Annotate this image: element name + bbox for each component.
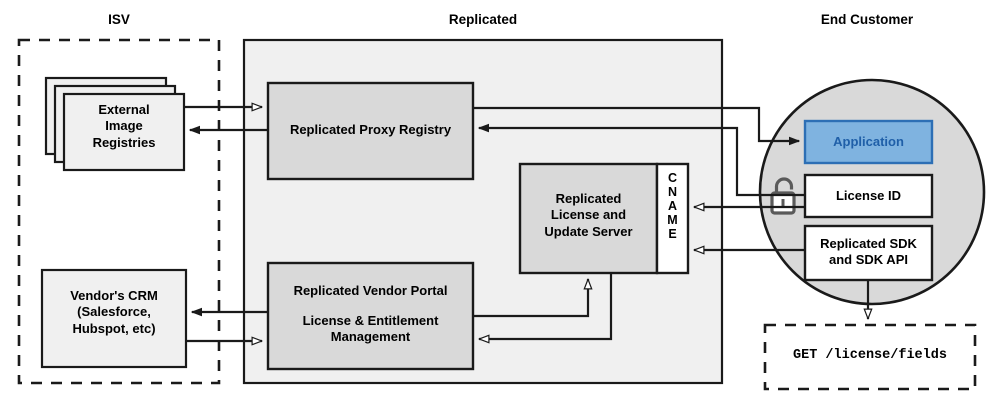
cname-letter: C <box>667 171 678 185</box>
external-image-registries-box <box>62 92 186 172</box>
cname-letter: A <box>667 199 678 213</box>
replicated-proxy-registry-label: Replicated Proxy Registry <box>289 122 452 137</box>
license-id-box <box>803 173 934 219</box>
external-image-registries-stack <box>44 76 186 172</box>
replicated-vendor-portal-title: Replicated Vendor Portal <box>293 283 448 298</box>
api-request-box <box>763 323 977 391</box>
connector-proxy-to-application <box>473 106 799 141</box>
application-label: Application <box>833 134 904 149</box>
replicated-vendor-portal-subtitle: License & Entitlement Management <box>302 313 439 345</box>
application-box <box>803 119 934 165</box>
connector-licenseid-to-proxy <box>479 128 805 197</box>
isv-panel <box>17 38 221 385</box>
cname-label: C N A M E <box>657 171 688 241</box>
header-isv: ISV <box>108 12 130 27</box>
replicated-license-update-server-label: Replicated License and Update Server <box>544 191 633 239</box>
connector-licenseserver-to-vendorportal <box>479 273 613 339</box>
replicated-proxy-registry-box <box>266 81 475 181</box>
cname-strip <box>655 162 690 275</box>
vendor-crm-label: Vendor's CRM (Salesforce, Hubspot, etc) <box>70 288 158 336</box>
api-request-label: GET /license/fields <box>793 348 947 363</box>
cname-letter: M <box>667 213 678 227</box>
header-end-customer: End Customer <box>820 12 914 27</box>
external-image-registries-label: External Image Registries <box>92 102 156 150</box>
replicated-sdk-label: Replicated SDK and SDK API <box>820 236 917 268</box>
cname-letter: N <box>667 185 678 199</box>
replicated-sdk-box <box>803 224 934 282</box>
vendor-crm-box <box>40 268 188 369</box>
cname-letter: E <box>668 227 677 241</box>
license-id-label: License ID <box>835 188 902 203</box>
connector-vendorportal-to-licenseserver <box>473 279 588 318</box>
header-replicated: Replicated <box>448 12 518 27</box>
